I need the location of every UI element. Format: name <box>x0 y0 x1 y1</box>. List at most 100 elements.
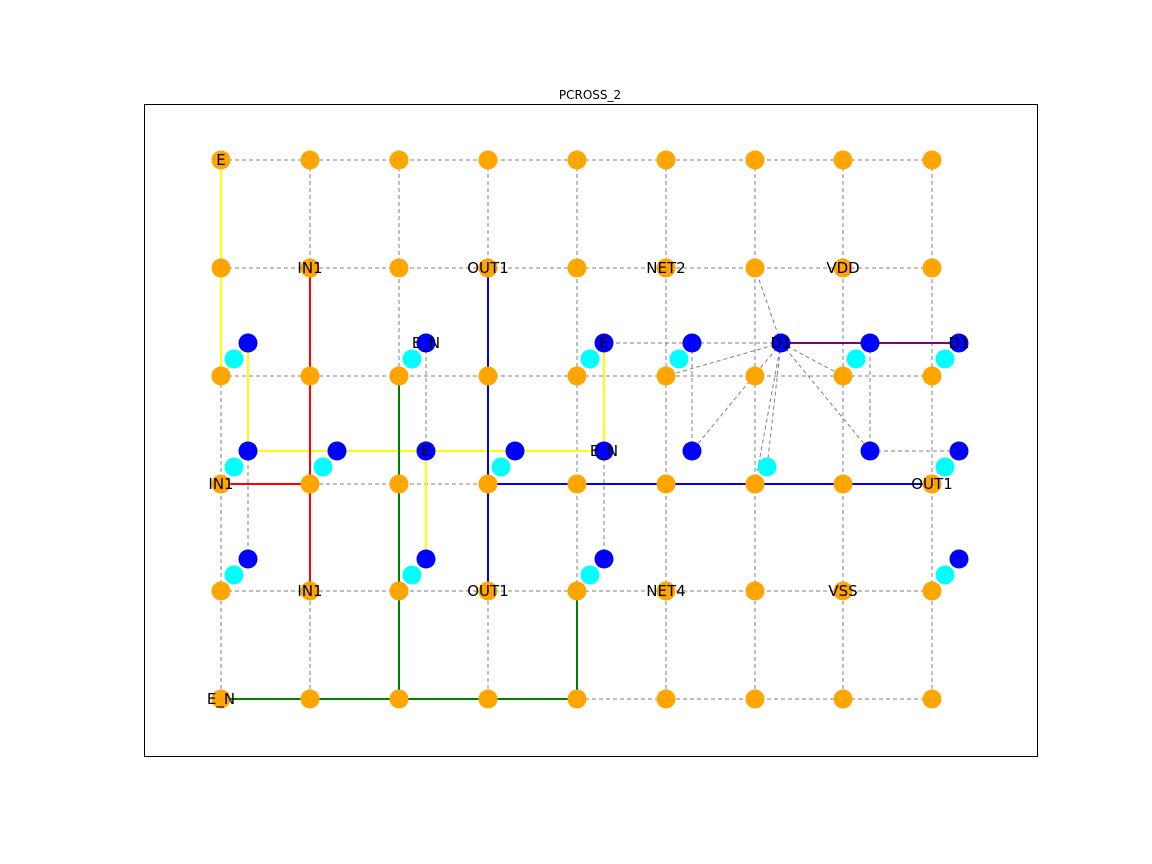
grid-node <box>656 150 676 170</box>
node-label: D1 <box>770 334 791 352</box>
node-label: OUT1 <box>911 475 953 493</box>
node-label: OUT1 <box>467 259 509 277</box>
grid-node <box>389 150 409 170</box>
plot-frame <box>144 104 1038 757</box>
grid-node <box>922 689 942 709</box>
grid-node <box>478 366 498 386</box>
grid-node <box>478 581 498 601</box>
pin-cyan <box>935 457 955 477</box>
node-label: E <box>599 334 608 352</box>
grid-node <box>656 258 676 278</box>
grid-node <box>478 474 498 494</box>
grid-node <box>833 474 853 494</box>
grid-node <box>922 150 942 170</box>
grid-node <box>833 366 853 386</box>
pin-blue <box>238 549 258 569</box>
grid-node <box>922 474 942 494</box>
d1-dashed-link <box>665 342 782 377</box>
grid-node <box>478 689 498 709</box>
grid-node <box>567 474 587 494</box>
pin-blue <box>416 441 436 461</box>
node-label: NET4 <box>646 582 685 600</box>
grid-node <box>745 581 765 601</box>
grid-node <box>922 258 942 278</box>
node-label: OUT1 <box>467 582 509 600</box>
node-label: D1 <box>948 334 969 352</box>
node-label: VSS <box>828 582 857 600</box>
grid-node <box>745 474 765 494</box>
pin-cyan <box>402 565 422 585</box>
node-label: E <box>421 442 430 460</box>
pin-blue <box>594 333 614 353</box>
grid-node <box>300 474 320 494</box>
grid-node <box>922 581 942 601</box>
pin-cyan <box>491 457 511 477</box>
pin-blue <box>238 333 258 353</box>
grid-node <box>745 689 765 709</box>
pin-blue <box>416 333 436 353</box>
pin-blue <box>505 441 525 461</box>
pin-blue <box>416 549 436 569</box>
grid-node <box>656 474 676 494</box>
grid-node <box>567 150 587 170</box>
grid-node <box>211 366 231 386</box>
grid-node <box>833 689 853 709</box>
grid-node <box>478 258 498 278</box>
grid-node <box>211 474 231 494</box>
d1-dashed-link <box>691 342 782 452</box>
pin-blue <box>238 441 258 461</box>
d1-dashed-link <box>754 267 782 344</box>
pin-blue <box>771 333 791 353</box>
net-routes <box>220 160 959 700</box>
grid-node <box>656 689 676 709</box>
pin-cyan <box>224 349 244 369</box>
grid-node <box>567 581 587 601</box>
grid-node <box>389 689 409 709</box>
pin-blue <box>860 333 880 353</box>
node-label: NET2 <box>646 259 685 277</box>
pin-cyan <box>402 349 422 369</box>
pin-cyan <box>224 457 244 477</box>
pin-cyan <box>935 349 955 369</box>
pin-cyan <box>580 565 600 585</box>
grid-node <box>567 258 587 278</box>
grid-node <box>300 689 320 709</box>
grid-nodes <box>211 150 942 709</box>
d1-dashed-link <box>754 342 782 485</box>
grid-node <box>833 150 853 170</box>
pin-blue <box>949 441 969 461</box>
grid-node <box>300 258 320 278</box>
pin-cyan <box>846 349 866 369</box>
node-label: VDD <box>826 259 859 277</box>
d1-dashed-link <box>780 342 844 377</box>
d1-dashed-link <box>780 342 871 452</box>
grid-node <box>211 581 231 601</box>
grid-node <box>389 474 409 494</box>
pin-cyan <box>313 457 333 477</box>
pin-blue <box>594 441 614 461</box>
grid-node <box>656 366 676 386</box>
grid-node <box>389 581 409 601</box>
grid-node <box>478 150 498 170</box>
grid-node <box>300 150 320 170</box>
pin-blue <box>327 441 347 461</box>
node-label: IN1 <box>297 582 322 600</box>
grid-node <box>833 581 853 601</box>
pin-blue <box>949 549 969 569</box>
grid-node <box>211 689 231 709</box>
grid-node <box>300 581 320 601</box>
pin-cyan <box>935 565 955 585</box>
pin-blue <box>682 441 702 461</box>
grid-node <box>211 258 231 278</box>
grid-node <box>656 581 676 601</box>
pin-markers <box>224 333 969 585</box>
node-label: E_N <box>412 334 440 353</box>
grid-node <box>389 258 409 278</box>
grid-node <box>833 258 853 278</box>
chart-title: PCROSS_2 <box>559 88 621 102</box>
pin-blue <box>682 333 702 353</box>
node-label: E_N <box>207 690 235 709</box>
pin-cyan <box>580 349 600 369</box>
